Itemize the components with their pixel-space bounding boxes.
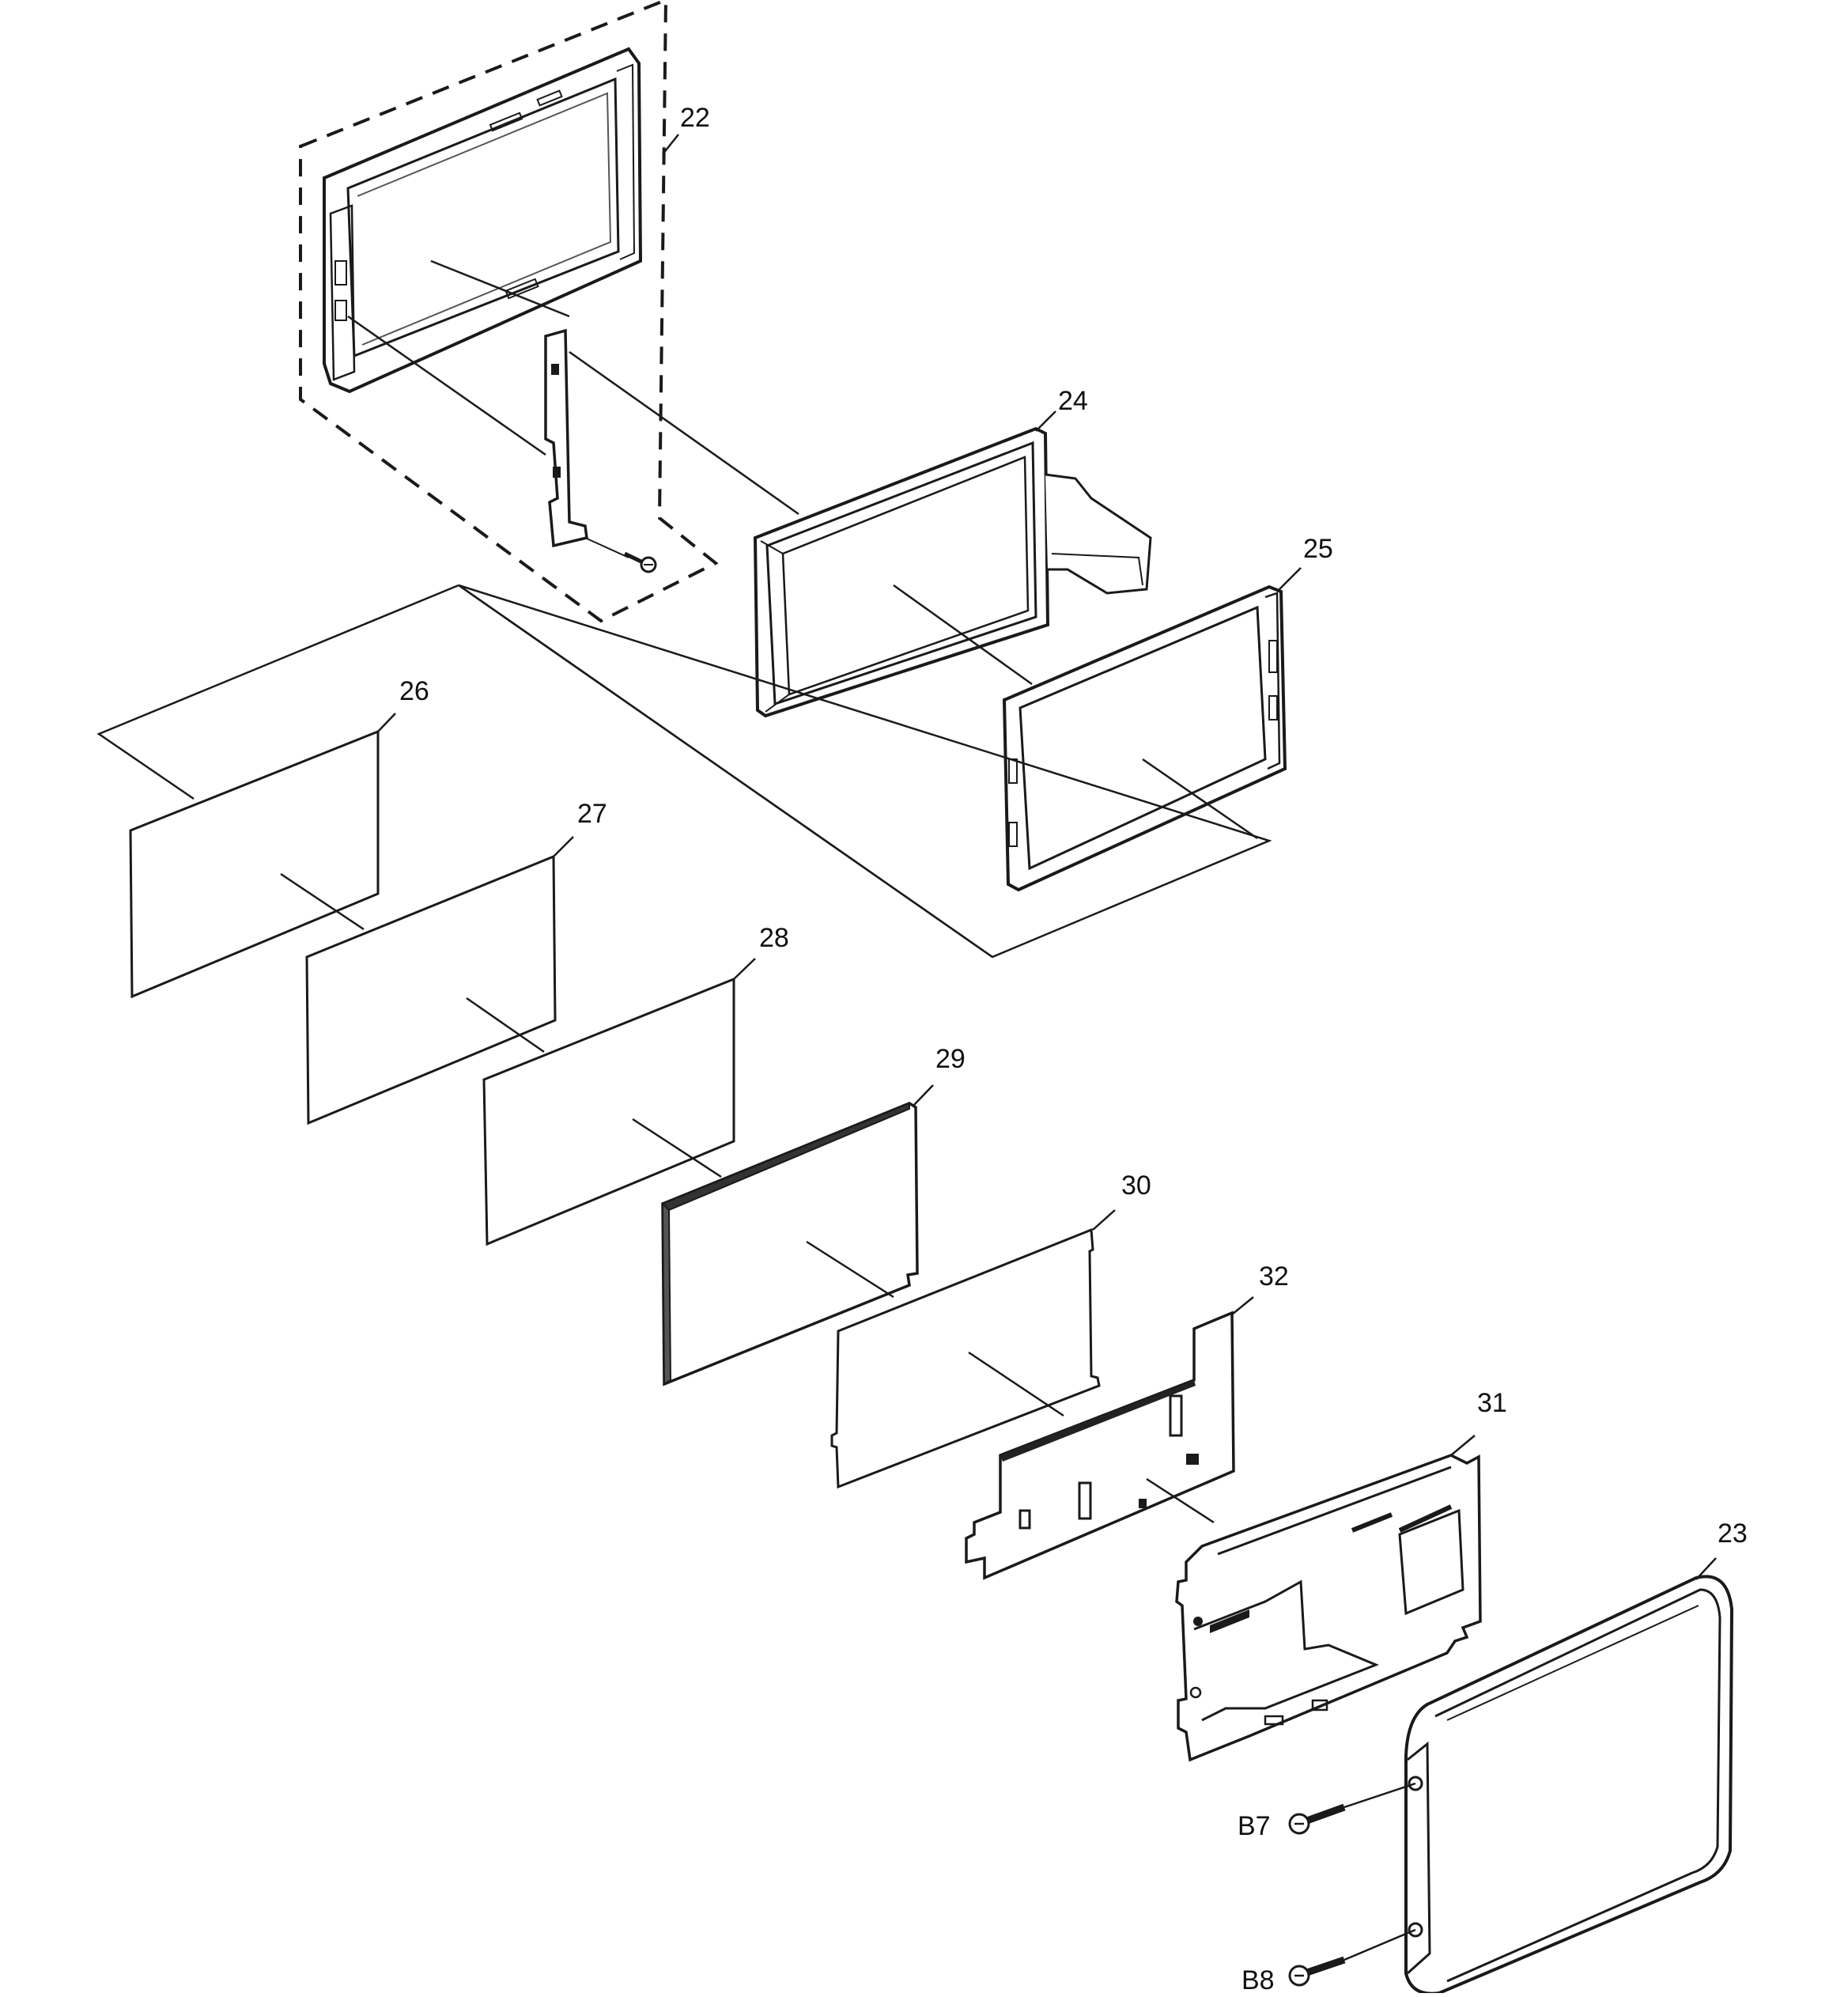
part-number-24: 24 — [1058, 386, 1088, 416]
screw-b8: B8 — [1241, 1928, 1416, 1995]
screw-label-b8: B8 — [1241, 1965, 1275, 1993]
part-number-28: 28 — [759, 923, 789, 953]
part-number-25: 25 — [1303, 534, 1333, 564]
part-27-sheet: 27 — [305, 799, 607, 1125]
part-number-27: 27 — [577, 799, 607, 829]
part-22-bezel-window — [346, 77, 620, 358]
part-number-30: 30 — [1121, 1171, 1151, 1201]
part-number-29: 29 — [935, 1044, 966, 1074]
screw-b7: B7 — [1238, 1782, 1416, 1841]
part-22-side-bracket — [544, 328, 588, 548]
part-24-lcd-panel: 24 — [753, 386, 1152, 718]
part-26-sheet: 26 — [129, 676, 429, 999]
part-number-32: 32 — [1259, 1261, 1289, 1292]
part-number-31: 31 — [1477, 1388, 1507, 1418]
part-22-screw — [623, 551, 657, 573]
part-22-front-bezel-assembly: 22 — [299, 0, 799, 623]
part-28-sheet: 28 — [482, 923, 789, 1246]
part-23-rear-cover: 23 — [1404, 1519, 1748, 1995]
part-number-26: 26 — [399, 676, 429, 706]
part-29-panel: 29 — [661, 1044, 966, 1386]
part-24-flex-cable — [1045, 473, 1152, 595]
part-25-lcd-frame: 25 — [1002, 534, 1333, 892]
screw-label-b7: B7 — [1238, 1811, 1271, 1841]
part-number-22: 22 — [680, 103, 710, 133]
part-30-sheet: 30 — [830, 1171, 1151, 1489]
part-32-circuit-board: 32 — [965, 1261, 1289, 1580]
part-31-chassis: 31 — [1175, 1388, 1507, 1762]
part-number-23: 23 — [1718, 1519, 1748, 1549]
part-22-dashed-enclosure — [299, 0, 719, 623]
